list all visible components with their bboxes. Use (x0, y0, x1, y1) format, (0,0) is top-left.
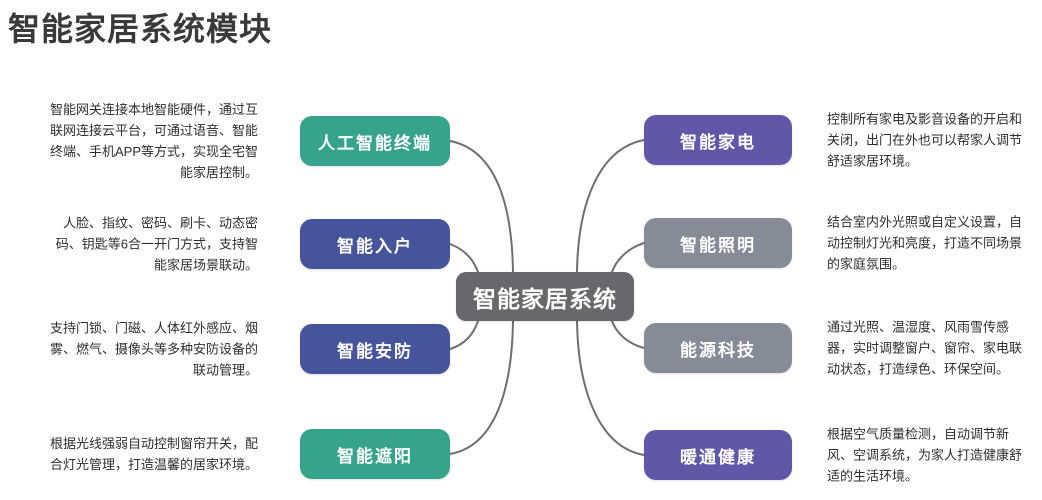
node-smart-entry: 智能入户 (300, 219, 450, 269)
desc-smart-entry: 人脸、指纹、密码、刷卡、动态密码、钥匙等6合一开门方式，支持智能家居场景联动。 (55, 215, 258, 273)
connector-smart-shading (449, 320, 514, 455)
node-ai-terminal: 人工智能终端 (300, 116, 450, 166)
desc-energy-tech: 通过光照、温湿度、风雨雪传感器，实时调整窗户、窗帘、家电联动状态，打造绿色、环保… (827, 319, 1023, 377)
desc-smart-lighting: 结合室内外光照或自定义设置，自动控制灯光和亮度，打造不同场景的家庭氛围。 (827, 214, 1023, 272)
node-smart-appliance: 智能家电 (644, 115, 792, 165)
connector-smart-entry (449, 243, 479, 273)
connector-ai-terminal (449, 140, 514, 273)
node-smart-home-system: 智能家居系统 (456, 272, 634, 321)
node-smart-shading: 智能遮阳 (300, 429, 450, 479)
connector-smart-security (449, 320, 479, 350)
desc-hvac-health: 根据空气质量检测，自动调节新风、空调系统，为家人打造健康舒适的生活环境。 (827, 426, 1023, 484)
desc-smart-security: 支持门锁、门磁、人体红外感应、烟雾、燃气、摄像头等多种安防设备的联动管理。 (49, 320, 258, 378)
connector-hvac-health (576, 320, 645, 456)
desc-ai-terminal: 智能网关连接本地智能硬件，通过互联网连接云平台，可通过语音、智能终端、手机APP… (49, 101, 258, 181)
node-energy-tech: 能源科技 (644, 323, 792, 373)
node-smart-security: 智能安防 (300, 324, 450, 374)
connector-smart-appliance (576, 139, 645, 273)
node-hvac-health: 暖通健康 (644, 430, 792, 480)
page-title: 智能家居系统模块 (8, 11, 273, 47)
desc-smart-appliance: 控制所有家电及影音设备的开启和关闭，出门在外也可以帮家人调节舒适家居环境。 (827, 111, 1023, 169)
connector-smart-lighting (611, 242, 645, 273)
node-smart-lighting: 智能照明 (644, 218, 792, 268)
desc-smart-shading: 根据光线强弱自动控制窗帘开关，配合灯光管理，打造温馨的居家环境。 (49, 435, 258, 472)
connector-energy-tech (611, 320, 645, 349)
